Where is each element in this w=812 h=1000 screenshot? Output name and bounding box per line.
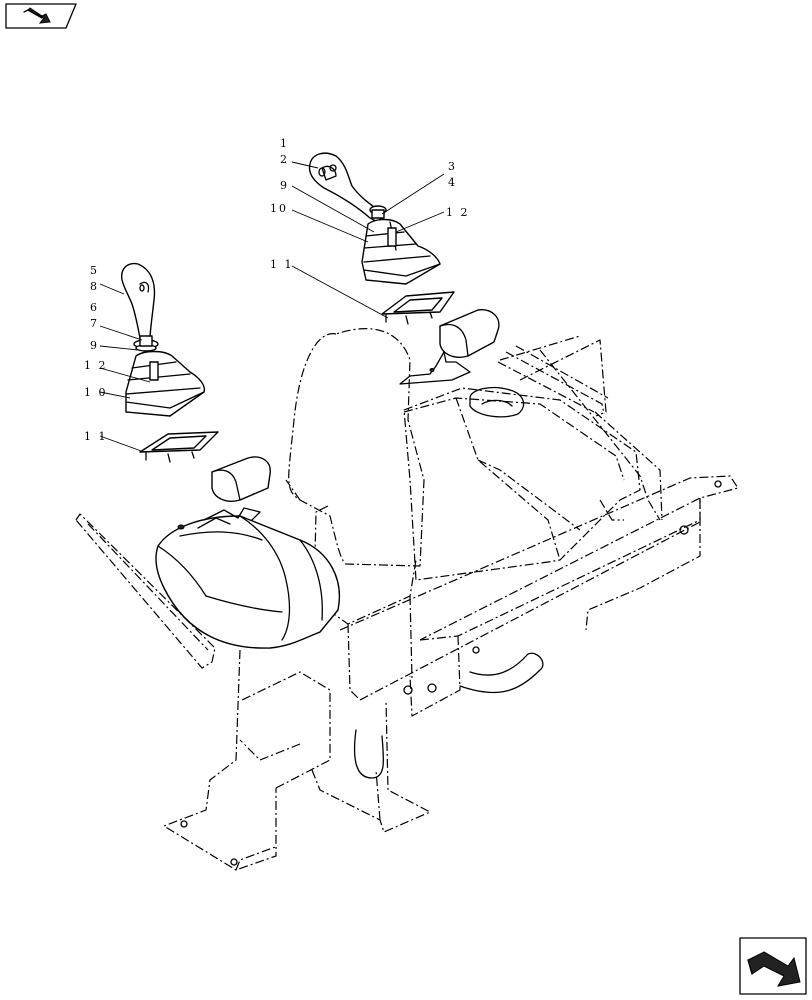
callout-7: 7 <box>90 317 99 330</box>
callout-12-left: 1 2 <box>84 359 108 372</box>
left-console <box>155 456 340 649</box>
next-page-arrow-icon <box>747 951 801 987</box>
callout-2: 2 <box>280 153 289 166</box>
callout-6: 6 <box>90 301 99 314</box>
right-armrest <box>399 309 500 385</box>
operator-seat <box>285 328 641 581</box>
callout-12-right: 1 2 <box>446 206 470 219</box>
callout-10-right: 10 <box>270 202 288 215</box>
back-nav-button[interactable] <box>5 3 77 29</box>
next-page-button[interactable] <box>739 937 807 995</box>
callout-1: 1 <box>280 137 289 150</box>
callout-9-right: 9 <box>280 179 289 192</box>
callout-4: 4 <box>448 176 457 189</box>
forward-arrow-icon <box>23 7 51 24</box>
left-joystick-assembly <box>121 262 219 463</box>
leader-lines <box>99 161 445 453</box>
callout-11-left: 1 1 <box>84 430 108 443</box>
right-joystick-assembly <box>308 152 455 325</box>
callout-labels: 1 2 3 4 9 10 1 2 1 1 5 8 6 7 9 1 2 1 0 1… <box>84 137 470 443</box>
callout-9-left: 9 <box>90 339 99 352</box>
callout-8: 8 <box>90 280 99 293</box>
callout-10-left: 1 0 <box>84 386 108 399</box>
callout-3: 3 <box>448 160 457 173</box>
callout-11-right: 1 1 <box>270 258 294 271</box>
callout-5: 5 <box>90 264 99 277</box>
